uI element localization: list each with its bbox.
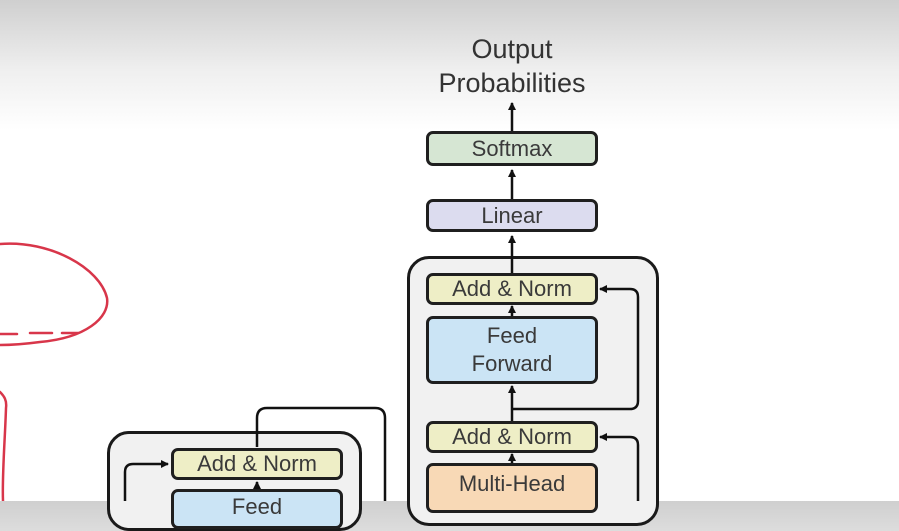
multi-head-block: Multi-Head: [426, 463, 598, 513]
feed-forward-block: Feed Forward: [426, 316, 598, 384]
transformer-diagram: Output Probabilities Softmax Linear Add …: [0, 34, 659, 531]
decoder-add-norm-top: Add & Norm: [426, 273, 598, 305]
linear-block: Linear: [426, 199, 598, 232]
residual-ff: [512, 285, 640, 411]
softmax-label: Softmax: [471, 135, 553, 161]
encoder-feed-forward-block: Feed: [171, 489, 343, 529]
encoder-to-decoder-line: [255, 406, 387, 501]
connector-arrows: [0, 102, 640, 501]
annotation-stem-stroke: [0, 390, 8, 501]
output-title-line2: Probabilities: [438, 68, 586, 98]
annotation-dash-stroke: [0, 331, 80, 336]
annotation-ellipse-stroke: [0, 242, 109, 347]
encoder-add-norm: Add & Norm: [171, 448, 343, 480]
decoder-add-norm-mid: Add & Norm: [426, 421, 598, 453]
feed-forward-label-line1: Feed: [486, 323, 538, 348]
feed-forward-label-line2: Forward: [471, 351, 553, 376]
add-norm-mid-label: Add & Norm: [452, 424, 572, 449]
encoder-feed-label: Feed: [231, 494, 283, 519]
encoder-residual: [123, 460, 169, 501]
add-norm-top-label: Add & Norm: [452, 276, 572, 301]
linear-label: Linear: [481, 202, 543, 228]
softmax-block: Softmax: [426, 131, 598, 166]
multi-head-label: Multi-Head: [458, 471, 566, 496]
encoder-add-norm-label: Add & Norm: [197, 451, 317, 476]
residual-attention: [599, 433, 640, 501]
output-title-line1: Output: [471, 34, 553, 64]
